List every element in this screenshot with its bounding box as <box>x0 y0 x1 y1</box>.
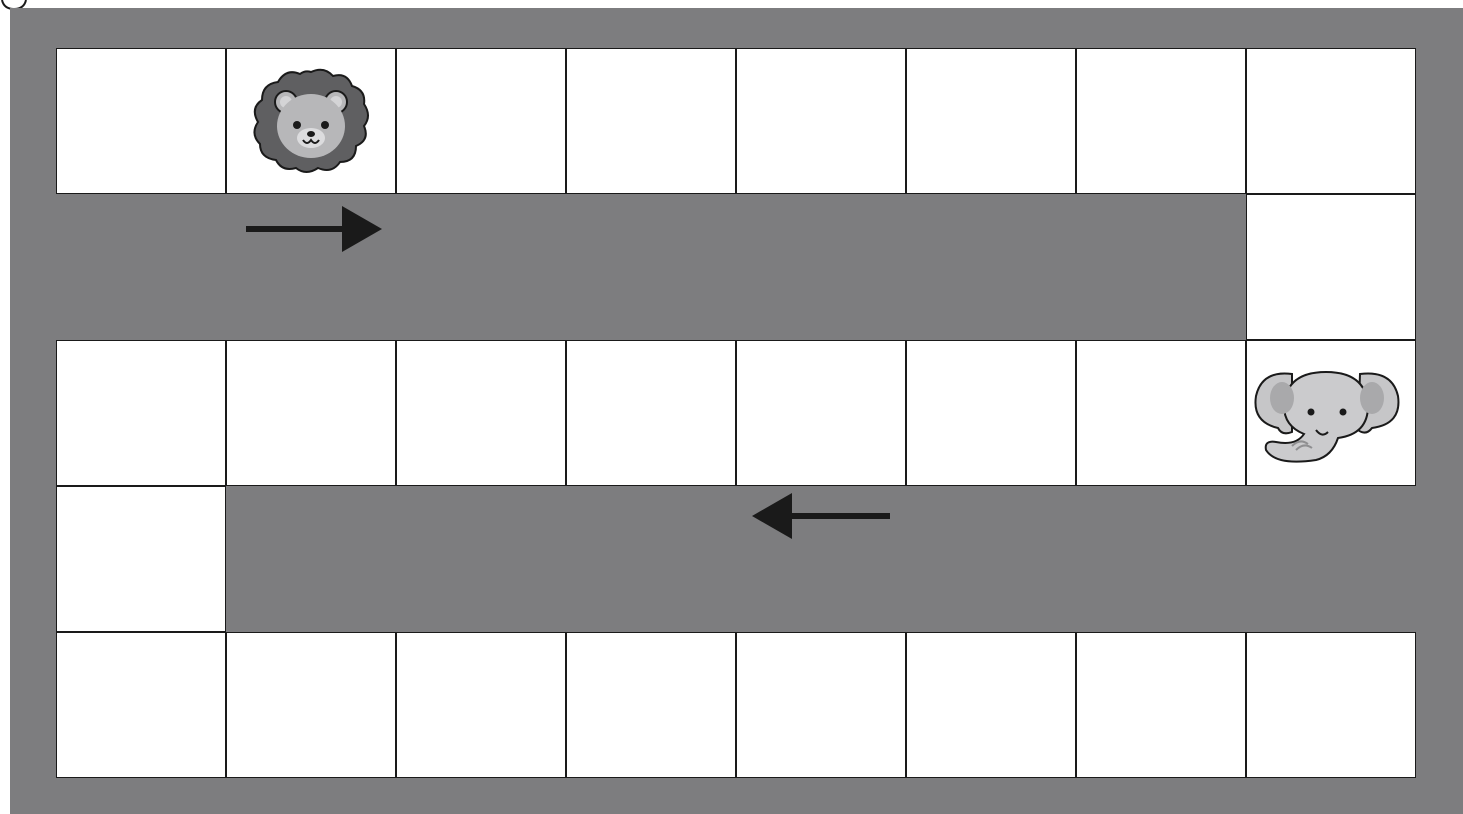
board-cell-r4-c1[interactable] <box>226 632 396 778</box>
elephant-face-icon[interactable] <box>1252 366 1402 466</box>
board-cell-r4-c7[interactable] <box>1246 632 1416 778</box>
board-cell-r0-c2[interactable] <box>396 48 566 194</box>
board-cell-r3-c0[interactable] <box>56 486 226 632</box>
board-cell-r2-c4[interactable] <box>736 340 906 486</box>
board-cell-r2-c1[interactable] <box>226 340 396 486</box>
board-cell-r0-c0[interactable] <box>56 48 226 194</box>
board-cell-r2-c3[interactable] <box>566 340 736 486</box>
board-cell-r4-c0[interactable] <box>56 632 226 778</box>
arrow-right-icon <box>246 206 386 254</box>
board-cell-r0-c5[interactable] <box>906 48 1076 194</box>
board-cell-r2-c0[interactable] <box>56 340 226 486</box>
lion-face-icon[interactable] <box>250 66 372 176</box>
board-cell-r2-c6[interactable] <box>1076 340 1246 486</box>
board-cell-r1-c7[interactable] <box>1246 194 1416 340</box>
board-cell-r0-c3[interactable] <box>566 48 736 194</box>
board-cell-r2-c2[interactable] <box>396 340 566 486</box>
board-cell-r4-c5[interactable] <box>906 632 1076 778</box>
board-cell-r4-c3[interactable] <box>566 632 736 778</box>
board-cell-r0-c4[interactable] <box>736 48 906 194</box>
arrow-left-icon <box>752 492 892 540</box>
game-board <box>10 8 1463 814</box>
board-cell-r0-c7[interactable] <box>1246 48 1416 194</box>
board-cell-r4-c6[interactable] <box>1076 632 1246 778</box>
board-cell-r2-c5[interactable] <box>906 340 1076 486</box>
board-cell-r4-c2[interactable] <box>396 632 566 778</box>
board-cell-r4-c4[interactable] <box>736 632 906 778</box>
board-cell-r0-c6[interactable] <box>1076 48 1246 194</box>
